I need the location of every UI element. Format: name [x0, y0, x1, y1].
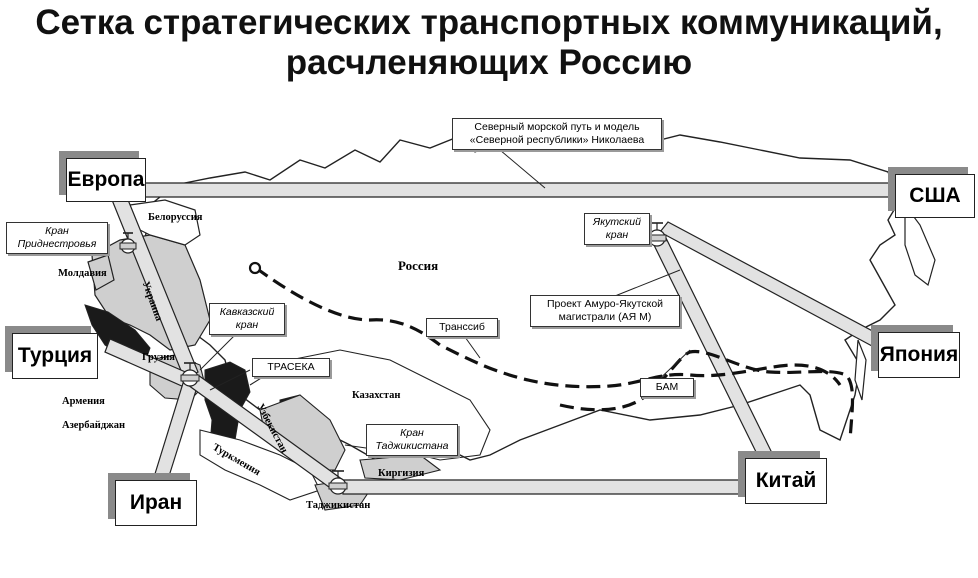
node-europe: Европа	[66, 158, 146, 202]
sakhalin-outline	[854, 339, 867, 401]
node-label: Китай	[755, 469, 817, 492]
region-label-moldova: Молдавия	[58, 268, 107, 279]
moldova-region	[87, 254, 115, 291]
region-label-georgia: Грузия	[142, 352, 175, 363]
node-label: Европа	[67, 168, 145, 191]
node-turkey: Турция	[12, 333, 98, 379]
page-title-line2: расчленяющих Россию	[285, 43, 693, 82]
node-label: Турция	[17, 344, 93, 367]
leader-traseca	[209, 369, 251, 391]
corridors	[104, 182, 896, 495]
callout-yakutsk-crane: Якутский кран	[584, 213, 650, 245]
region-label-azerbaijan: Азербайджан	[62, 420, 126, 431]
page-title-line1: Сетка стратегических транспортных коммун…	[35, 3, 943, 42]
valve-icon	[328, 470, 348, 495]
leader-northern	[499, 149, 546, 189]
leader-lines	[199, 149, 691, 391]
corridor-tajik-china	[342, 479, 746, 495]
callout-bam: БАМ	[640, 378, 694, 397]
callout-amur-yakutsk: Проект Амуро-Якутской магистрали (АЯ М)	[530, 295, 680, 327]
leader-caucasus	[199, 329, 241, 371]
callout-caucasus-crane: Кавказский кран	[209, 303, 285, 335]
kamchatka-outline	[904, 203, 936, 287]
valve-icon	[180, 362, 200, 387]
node-iran: Иран	[115, 480, 197, 526]
valve-icon	[119, 232, 137, 254]
region-label-kazakhstan: Казахстан	[352, 390, 401, 401]
turkmenistan-region	[199, 429, 321, 501]
region-label-armenia: Армения	[62, 396, 105, 407]
node-label: Иран	[129, 491, 183, 514]
node-label: США	[909, 184, 961, 207]
node-label: Япония	[879, 343, 959, 366]
node-japan: Япония	[878, 332, 960, 378]
region-label-belarus: Белоруссия	[148, 212, 203, 223]
transsib-route	[255, 266, 842, 389]
callout-pridnestrovie-crane: Кран Приднестровья	[6, 222, 108, 254]
callout-tajik-crane: Кран Таджикистана	[366, 424, 458, 456]
callout-traseca: ТРАСЕКА	[252, 358, 330, 377]
callout-transsib: Транссиб	[426, 318, 498, 337]
transsib-start-icon	[248, 261, 262, 275]
node-usa: США	[895, 174, 975, 218]
bam-route	[559, 349, 855, 441]
region-label-kyrgyzstan: Киргизия	[378, 468, 425, 479]
leader-amur	[609, 269, 681, 299]
node-china: Китай	[745, 458, 827, 504]
region-label-russia: Россия	[398, 258, 439, 273]
callout-northern-route: Северный морской путь и модель «Северной…	[452, 118, 662, 150]
corridor-europe-usa	[139, 182, 896, 198]
region-label-tajikistan: Таджикистан	[306, 500, 371, 511]
